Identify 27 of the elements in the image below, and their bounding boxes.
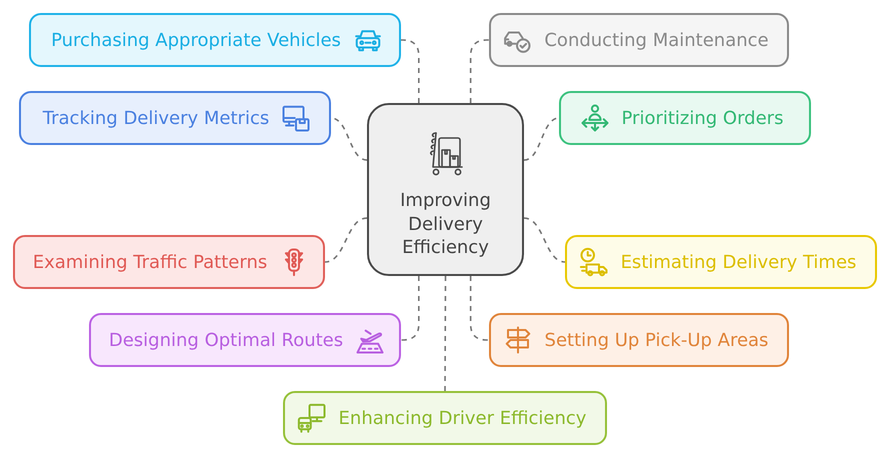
- dashed-connector: [324, 217, 368, 263]
- topic-box: [283, 391, 607, 445]
- dashed-connector: [444, 276, 446, 391]
- topic-label: Estimating Delivery Times: [620, 252, 856, 272]
- topic-box: [559, 91, 811, 145]
- dashed-connector: [401, 39, 420, 103]
- topic-box: [89, 313, 401, 367]
- dashed-connector: [470, 276, 489, 341]
- topic-box: [29, 13, 401, 67]
- central-topic-box: [367, 103, 524, 276]
- topic-box: [489, 13, 789, 67]
- topic-label: Conducting Maintenance: [544, 30, 769, 50]
- topic-label: Setting Up Pick-Up Areas: [544, 330, 768, 350]
- dashed-connector: [470, 39, 489, 103]
- topic-label: Prioritizing Orders: [622, 108, 784, 128]
- topic-label: Designing Optimal Routes: [108, 330, 344, 350]
- topic-label: Examining Traffic Patterns: [32, 252, 268, 272]
- topic-box: [19, 91, 331, 145]
- central-topic-label: Improving Delivery Efficiency: [399, 189, 492, 260]
- topic-box: [489, 313, 789, 367]
- topic-box: [565, 235, 877, 289]
- topic-label: Purchasing Appropriate Vehicles: [51, 30, 341, 50]
- topic-label: Tracking Delivery Metrics: [42, 108, 270, 128]
- topic-label: Enhancing Driver Efficiency: [338, 408, 586, 428]
- topic-box: [13, 235, 325, 289]
- dashed-connector: [524, 217, 566, 263]
- dashed-connector: [401, 276, 420, 341]
